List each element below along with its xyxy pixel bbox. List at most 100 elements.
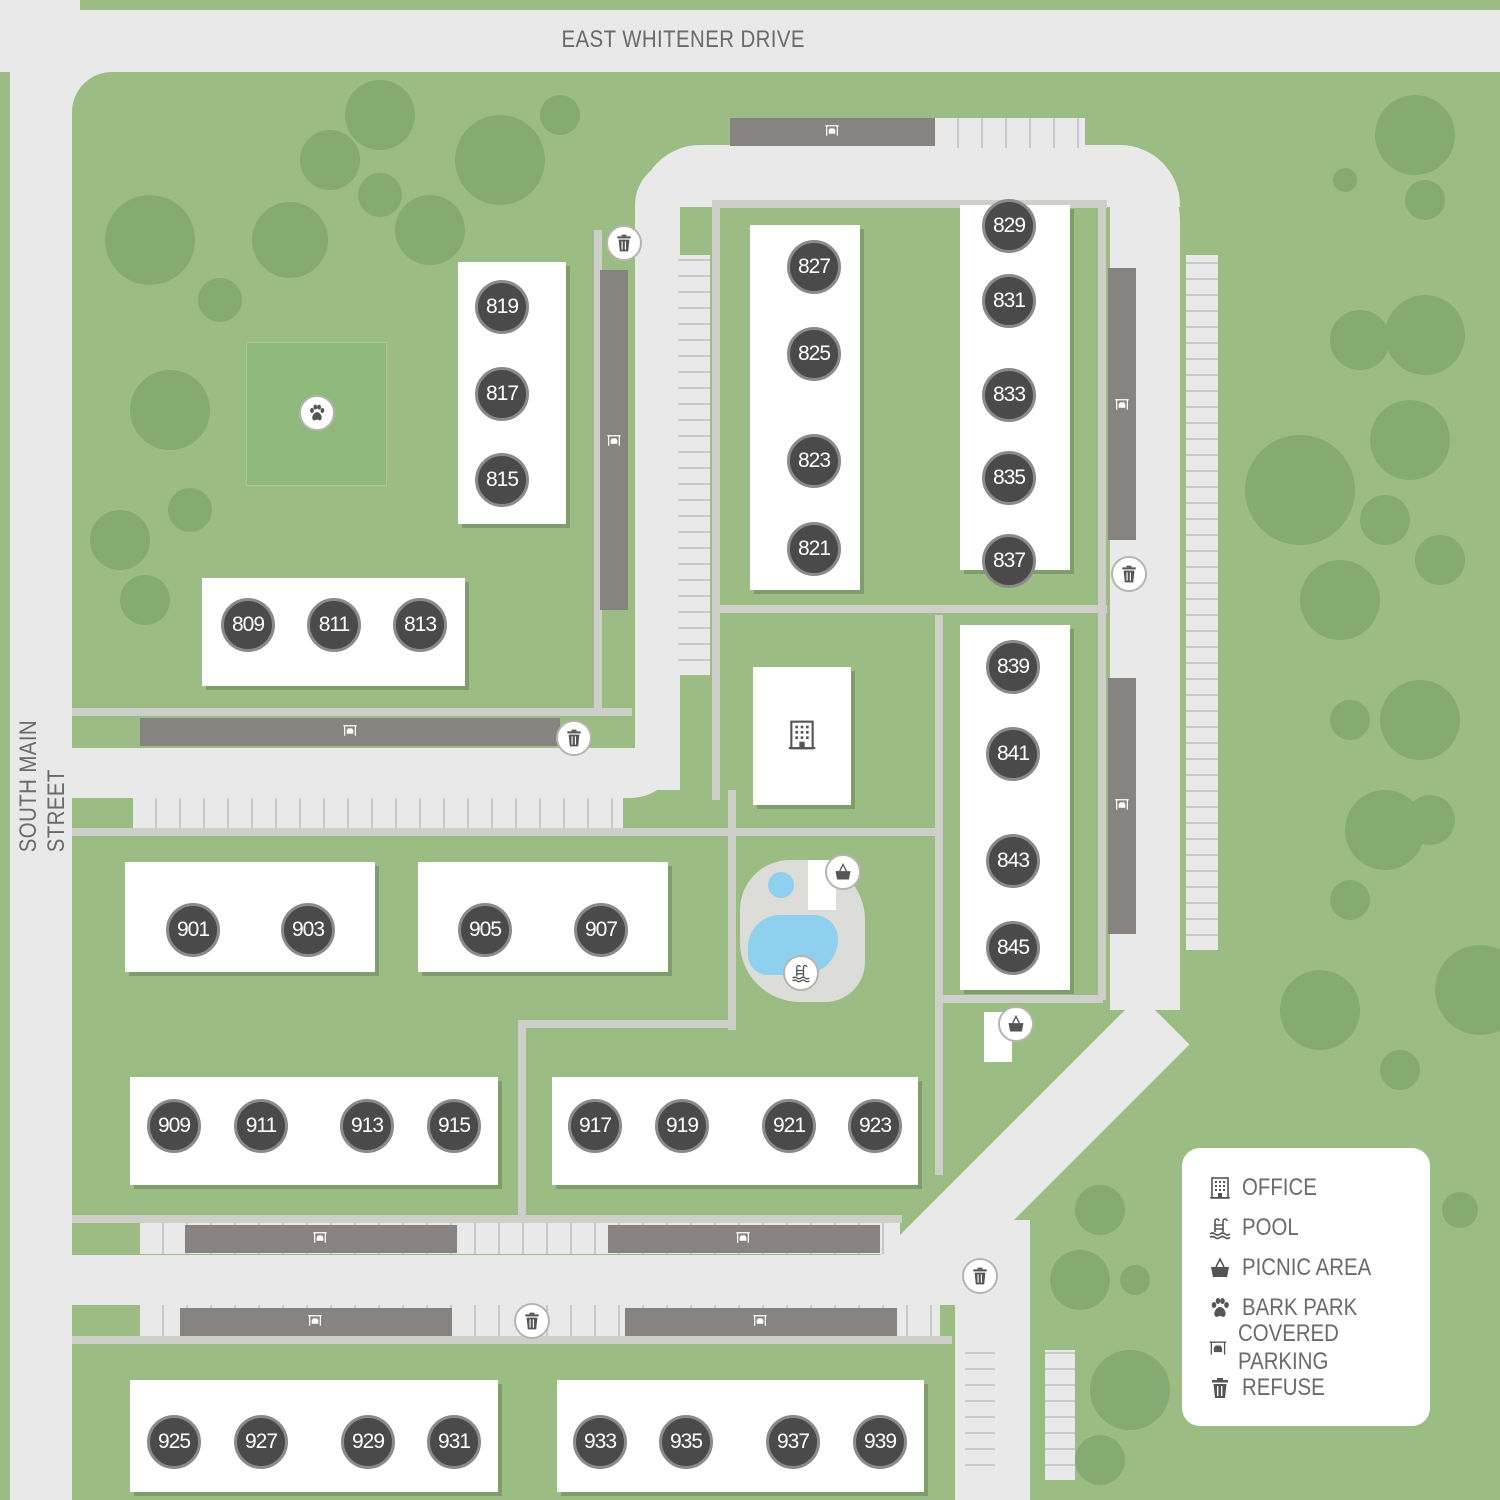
apartment-building: [418, 862, 668, 972]
building-number-badge[interactable]: 937: [766, 1415, 820, 1469]
legend-label: BARK PARK: [1242, 1294, 1358, 1321]
building-number-badge[interactable]: 915: [427, 1099, 481, 1153]
legend-label: POOL: [1242, 1214, 1299, 1241]
tree: [358, 173, 402, 217]
refuse-marker[interactable]: [556, 720, 592, 756]
building-number-badge[interactable]: 833: [982, 368, 1036, 422]
refuse-marker[interactable]: [514, 1303, 550, 1339]
building-number-badge[interactable]: 907: [574, 903, 628, 957]
building-number-badge[interactable]: 811: [307, 598, 361, 652]
tree: [1280, 970, 1360, 1050]
building-number-badge[interactable]: 831: [982, 274, 1036, 328]
refuse-icon: [564, 728, 584, 748]
tree: [1050, 1250, 1110, 1310]
legend-label: COVERED PARKING: [1237, 1320, 1339, 1375]
pool-marker[interactable]: [783, 955, 819, 991]
tree: [1330, 310, 1390, 370]
building-number-badge[interactable]: 835: [982, 451, 1036, 505]
building-number-badge[interactable]: 925: [147, 1415, 201, 1469]
tree: [1330, 880, 1370, 920]
tree: [198, 278, 242, 322]
tree: [1442, 1192, 1478, 1228]
building-number-badge[interactable]: 927: [234, 1415, 288, 1469]
tree: [395, 195, 465, 265]
building-number-badge[interactable]: 817: [475, 367, 529, 421]
building-number-badge[interactable]: 935: [659, 1415, 713, 1469]
covered-parking-icon: [603, 434, 625, 450]
legend-label: OFFICE: [1242, 1174, 1317, 1201]
tree: [1380, 680, 1460, 760]
legend-item: PICNIC AREA: [1208, 1248, 1430, 1288]
building-number-badge[interactable]: 827: [787, 240, 841, 294]
street-label-south-main-street: SOUTH MAIN STREET: [15, 719, 70, 853]
building-number-badge[interactable]: 913: [340, 1099, 394, 1153]
tree: [455, 115, 545, 205]
building-number-badge[interactable]: 845: [986, 921, 1040, 975]
picnic-icon: [833, 862, 853, 882]
refuse-marker[interactable]: [1111, 556, 1147, 592]
tree: [1375, 95, 1455, 175]
legend-item: BARK PARK: [1208, 1288, 1430, 1328]
covered-parking-icon: [309, 1231, 331, 1247]
building-number-badge[interactable]: 821: [787, 522, 841, 576]
building-number-badge[interactable]: 923: [848, 1099, 902, 1153]
refuse-marker[interactable]: [962, 1258, 998, 1294]
building-number-badge[interactable]: 909: [147, 1099, 201, 1153]
building-number-badge[interactable]: 837: [982, 534, 1036, 588]
legend-label: PICNIC AREA: [1242, 1254, 1372, 1281]
building-number-badge[interactable]: 815: [475, 453, 529, 507]
refuse-icon: [1208, 1376, 1232, 1400]
tree: [1405, 795, 1455, 845]
tree: [1385, 295, 1465, 375]
building-number-badge[interactable]: 825: [787, 327, 841, 381]
tree: [1415, 535, 1465, 585]
tree: [1245, 435, 1355, 545]
building-number-badge[interactable]: 809: [221, 598, 275, 652]
tree: [1405, 180, 1445, 220]
building-number-badge[interactable]: 939: [853, 1415, 907, 1469]
building-number-badge[interactable]: 841: [986, 727, 1040, 781]
building-number-badge[interactable]: 829: [982, 199, 1036, 253]
tree: [345, 80, 415, 150]
building-number-badge[interactable]: 839: [986, 640, 1040, 694]
apartment-building: [125, 862, 375, 972]
building-number-badge[interactable]: 813: [393, 598, 447, 652]
building-number-badge[interactable]: 819: [475, 280, 529, 334]
building-number-badge[interactable]: 917: [568, 1099, 622, 1153]
tree: [1075, 1435, 1125, 1485]
refuse-marker[interactable]: [606, 225, 642, 261]
building-number-badge[interactable]: 911: [234, 1099, 288, 1153]
building-number-badge[interactable]: 919: [655, 1099, 709, 1153]
office-icon: [786, 717, 818, 753]
refuse-icon: [522, 1311, 542, 1331]
picnic-marker[interactable]: [825, 854, 861, 890]
building-number-badge[interactable]: 921: [762, 1099, 816, 1153]
paw-marker[interactable]: [299, 395, 335, 431]
building-number-badge[interactable]: 843: [986, 834, 1040, 888]
covered-parking-icon: [1208, 1336, 1228, 1360]
building-number-badge[interactable]: 933: [573, 1415, 627, 1469]
tree: [1370, 400, 1450, 480]
tree: [105, 195, 195, 285]
covered-parking-icon: [1111, 398, 1133, 414]
picnic-marker[interactable]: [998, 1006, 1034, 1042]
refuse-icon: [970, 1266, 990, 1286]
building-number-badge[interactable]: 901: [166, 903, 220, 957]
building-number-badge[interactable]: 929: [341, 1415, 395, 1469]
tree: [1120, 1265, 1150, 1295]
paw-icon: [307, 403, 327, 423]
building-number-badge[interactable]: 905: [458, 903, 512, 957]
tree: [168, 488, 212, 532]
tree: [540, 95, 580, 135]
tree: [1380, 1050, 1420, 1090]
legend-item: REFUSE: [1208, 1368, 1430, 1408]
covered-parking-icon: [749, 1314, 771, 1330]
office-building[interactable]: [753, 667, 851, 805]
pool-icon: [1208, 1216, 1232, 1240]
building-number-badge[interactable]: 823: [787, 434, 841, 488]
tree: [252, 202, 328, 278]
building-number-badge[interactable]: 903: [281, 903, 335, 957]
building-number-badge[interactable]: 931: [427, 1415, 481, 1469]
tree: [1075, 1185, 1125, 1235]
